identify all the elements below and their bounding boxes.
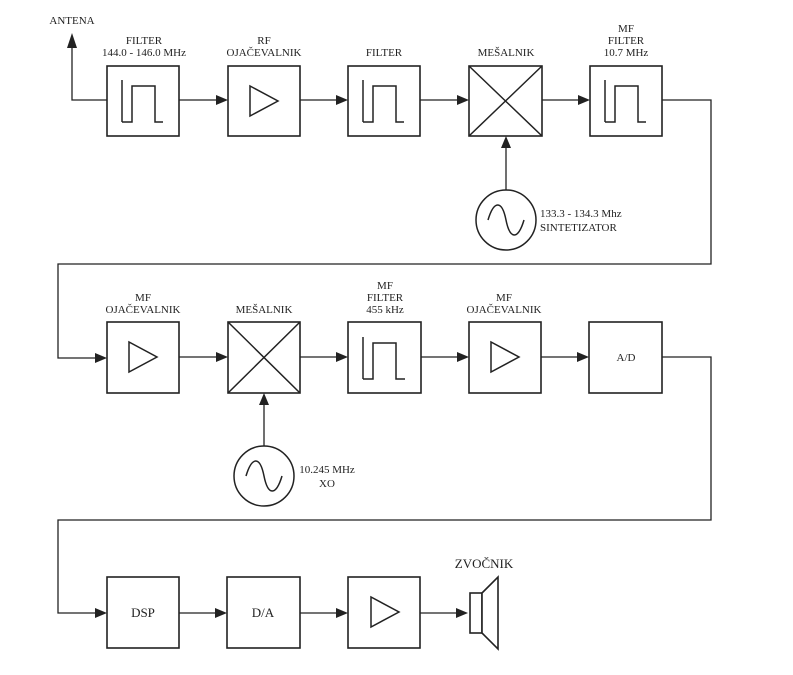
bandpass-filter-icon <box>605 85 646 123</box>
dsp-label: DSP <box>131 605 155 620</box>
xo-label-line2: XO <box>319 478 335 490</box>
bandpass-filter-icon <box>363 85 404 123</box>
speaker-icon <box>469 575 499 651</box>
arrow-right-icon <box>216 352 228 362</box>
mf-filter1-label-line2: FILTER <box>608 35 645 47</box>
filter2-block <box>347 65 421 137</box>
mf-amp2-label-line1: MF <box>496 292 512 304</box>
mf-amp2-label-line2: OJAČEVALNIK <box>467 304 542 316</box>
mf-filter1-label-line1: MF <box>618 23 634 35</box>
amplifier-triangle-icon <box>128 340 159 374</box>
arrow-right-icon <box>456 608 468 618</box>
mixer-cross-icon <box>227 321 301 394</box>
speaker-label: ZVOČNIK <box>455 556 514 571</box>
mf-filter1-label-line3: 10.7 MHz <box>604 47 649 59</box>
antenna-label: ANTENA <box>49 15 94 27</box>
rf-amp-label-line1: RF <box>257 35 270 47</box>
filter1-block <box>106 65 180 137</box>
filter1-label-line2: 144.0 - 146.0 MHz <box>102 47 186 59</box>
synth-label-line1: 133.3 - 134.3 Mhz <box>540 208 622 220</box>
arrow-right-icon <box>336 352 348 362</box>
mf-filter1-block <box>589 65 663 137</box>
da-label: D/A <box>252 605 275 620</box>
mf-amp1-label-line1: MF <box>135 292 151 304</box>
xo-label-line1: 10.245 MHz <box>299 464 355 476</box>
amplifier-triangle-icon <box>490 340 521 374</box>
mf-amp2-block <box>468 321 542 394</box>
dsp-block <box>106 576 180 649</box>
arrow-up-icon <box>501 136 511 148</box>
mf-filter2-label-line1: MF <box>377 280 393 292</box>
mf-amp1-block <box>106 321 180 394</box>
arrow-right-icon <box>95 353 107 363</box>
mf-filter2-block <box>347 321 422 394</box>
mixer2-label: MEŠALNIK <box>236 304 293 316</box>
rf-amp-label-line2: OJAČEVALNIK <box>227 47 302 59</box>
arrow-right-icon <box>577 352 589 362</box>
xo-oscillator <box>233 445 295 507</box>
arrow-right-icon <box>336 95 348 105</box>
audio-amplifier-block <box>347 576 421 649</box>
filter2-label: FILTER <box>366 47 403 59</box>
arrow-right-icon <box>336 608 348 618</box>
connection-line <box>57 99 712 359</box>
sine-wave-icon <box>245 460 283 492</box>
synth-label-line2: SINTETIZATOR <box>540 222 617 234</box>
arrow-right-icon <box>457 95 469 105</box>
ad-label: A/D <box>617 352 636 364</box>
rf-amplifier-block <box>227 65 301 137</box>
arrow-right-icon <box>216 95 228 105</box>
mixer1-label: MEŠALNIK <box>478 47 535 59</box>
arrow-right-icon <box>457 352 469 362</box>
antenna <box>67 33 107 101</box>
connection-line <box>57 356 712 614</box>
arrow-up-icon <box>259 393 269 405</box>
arrow-right-icon <box>215 608 227 618</box>
bandpass-filter-icon <box>122 85 163 123</box>
mf-amp1-label-line2: OJAČEVALNIK <box>106 304 181 316</box>
amplifier-triangle-icon <box>249 84 280 118</box>
mf-filter2-label-line3: 455 kHz <box>366 304 404 316</box>
arrow-right-icon <box>578 95 590 105</box>
mf-filter2-label-line2: FILTER <box>367 292 404 304</box>
sine-wave-icon <box>487 204 525 236</box>
mixer-cross-icon <box>468 65 543 137</box>
filter1-label-line1: FILTER <box>126 35 163 47</box>
arrow-right-icon <box>95 608 107 618</box>
synthesizer-oscillator <box>475 189 537 251</box>
bandpass-filter-icon <box>363 342 405 380</box>
antenna-arrow-icon <box>67 33 77 48</box>
ad-converter-block <box>588 321 663 394</box>
amplifier-triangle-icon <box>370 595 401 629</box>
